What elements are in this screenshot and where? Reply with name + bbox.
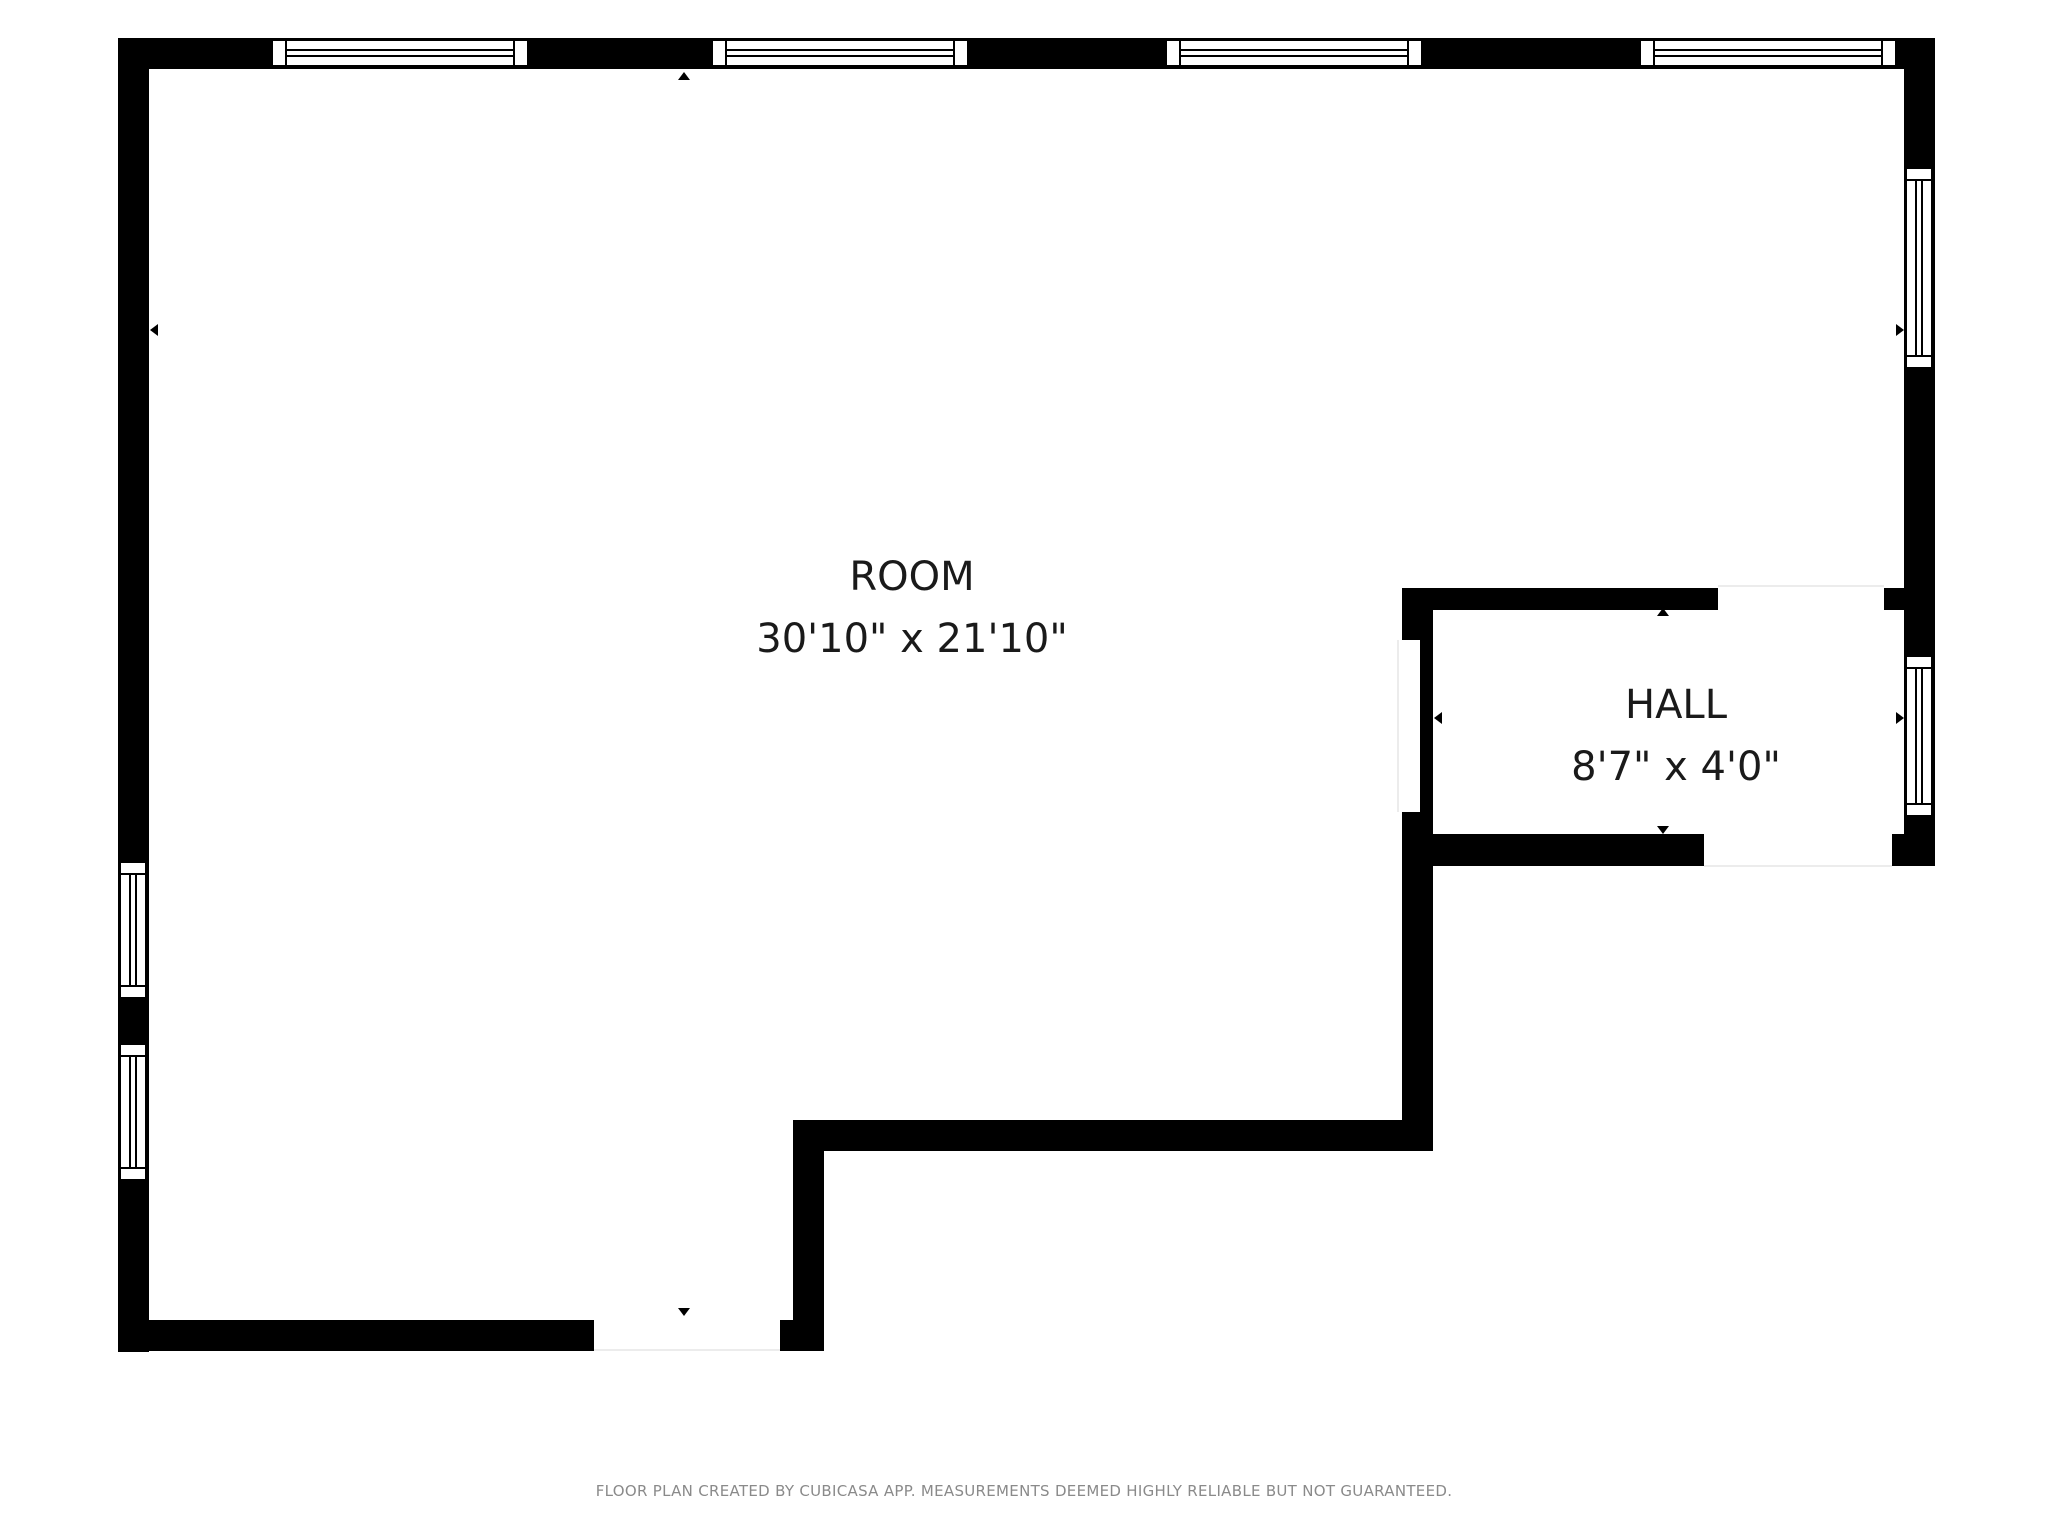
door-opening-hall-top: [1718, 584, 1884, 612]
room-label-name: ROOM: [849, 554, 974, 600]
dimension-markers: [150, 72, 1904, 1316]
marker-room-top: [678, 72, 690, 80]
marker-hall-left: [1434, 712, 1442, 724]
window-right-1: [1905, 167, 1933, 369]
window-left-1: [119, 861, 147, 999]
marker-hall-right: [1896, 712, 1904, 724]
door-opening-hall-left: [1398, 640, 1420, 812]
window-top-2: [711, 39, 969, 67]
marker-room-bottom: [678, 1308, 690, 1316]
room-label-dimensions: 30'10" x 21'10": [756, 616, 1067, 662]
wall-step-horizontal: [793, 1120, 1433, 1151]
marker-hall-bottom: [1657, 826, 1669, 834]
opening-edges: [594, 585, 1892, 1351]
marker-hall-top: [1657, 608, 1669, 616]
window-left-2: [119, 1043, 147, 1181]
windows: [119, 39, 1933, 1181]
marker-room-right: [1896, 324, 1904, 336]
window-top-3: [1165, 39, 1423, 67]
openings: [594, 584, 1892, 1354]
door-opening-hall-bottom: [1704, 832, 1892, 868]
walls: [118, 38, 1935, 1352]
hall-label-dimensions: 8'7" x 4'0": [1571, 744, 1781, 790]
window-top-1: [271, 39, 529, 67]
window-right-2: [1905, 655, 1933, 817]
hall-label-name: HALL: [1625, 682, 1728, 728]
wall-step-vertical: [793, 1120, 824, 1351]
window-top-4: [1639, 39, 1897, 67]
footer-disclaimer: FLOOR PLAN CREATED BY CUBICASA APP. MEAS…: [596, 1482, 1453, 1500]
marker-room-left: [150, 324, 158, 336]
door-opening-bottom: [594, 1318, 780, 1354]
